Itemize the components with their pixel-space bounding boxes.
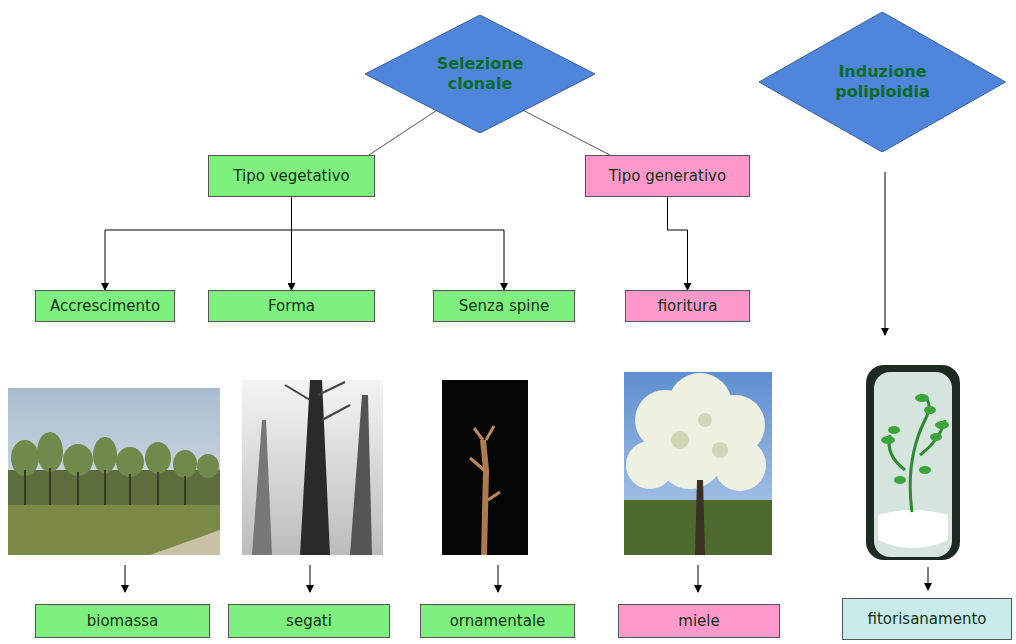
trait-box: Accrescimento — [35, 290, 175, 322]
picture-arrows — [125, 172, 928, 592]
node-label: biomassa — [87, 612, 159, 630]
use-box: biomassa — [35, 604, 210, 638]
decision-diamond: Induzione poliploidia — [759, 12, 1006, 152]
use-box: fitorisanamento — [842, 598, 1012, 640]
node-label: Tipo vegetativo — [233, 167, 349, 185]
decision-diamond: Selezione clonale — [365, 15, 595, 133]
node-label: Tipo generativo — [609, 167, 726, 185]
trait-box: Forma — [208, 290, 375, 322]
node-label: Forma — [268, 297, 315, 315]
plantation-photo — [8, 388, 220, 555]
use-box: ornamentale — [420, 604, 575, 638]
test-tube-photo — [866, 365, 960, 560]
flowering-tree-photo — [624, 372, 772, 555]
node-label: Selezione clonale — [425, 54, 535, 94]
trait-box: Senza spine — [433, 290, 575, 322]
node-label: ornamentale — [450, 612, 546, 630]
node-label: fioritura — [658, 297, 718, 315]
trait-box: fioritura — [625, 290, 750, 322]
use-box: segati — [228, 604, 390, 638]
connector — [524, 111, 610, 155]
connector — [369, 111, 436, 155]
process-box: Tipo generativo — [585, 155, 750, 197]
connector — [292, 197, 505, 290]
node-label: miele — [678, 612, 719, 630]
node-label: segati — [286, 612, 332, 630]
node-label: Induzione poliploidia — [823, 62, 941, 102]
twig-photo — [442, 380, 528, 555]
connector — [105, 197, 292, 290]
connector — [668, 197, 688, 290]
node-label: Senza spine — [459, 297, 549, 315]
tall-trees-photo — [242, 380, 383, 555]
use-box: miele — [618, 604, 780, 638]
process-box: Tipo vegetativo — [208, 155, 375, 197]
node-label: Accrescimento — [50, 297, 160, 315]
node-label: fitorisanamento — [868, 610, 987, 628]
